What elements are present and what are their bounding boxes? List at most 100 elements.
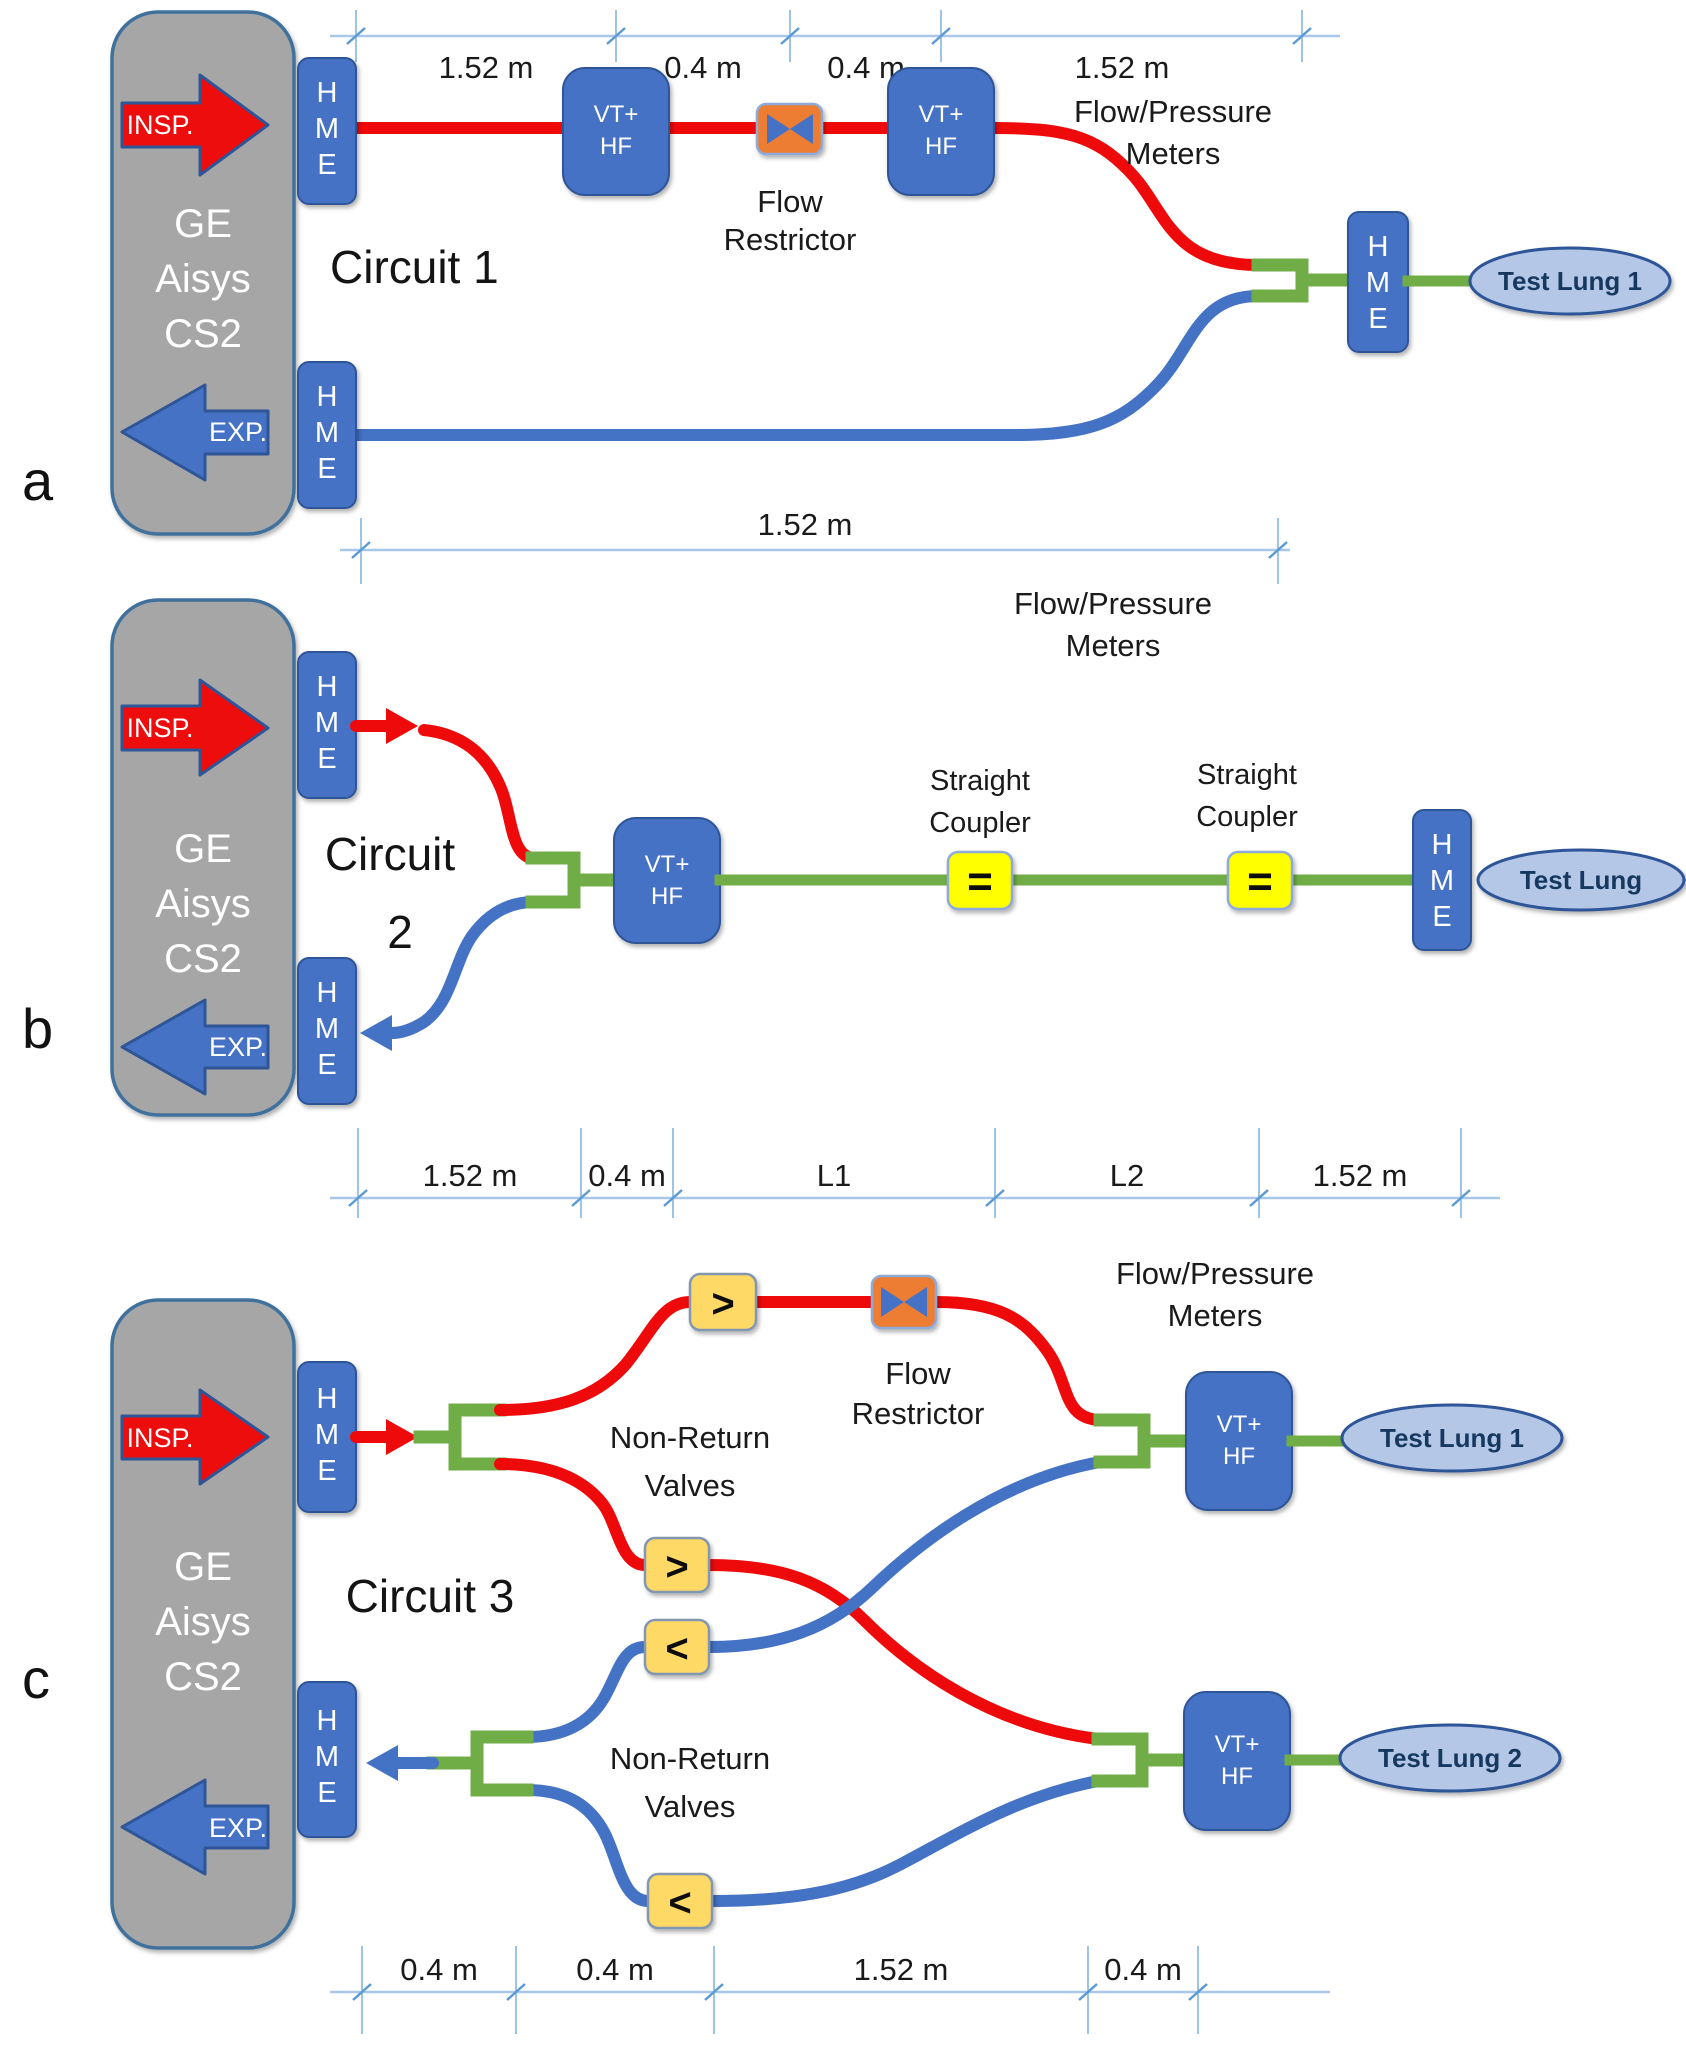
test-lung-b: Test Lung: [1476, 848, 1686, 912]
flow-direction-arrow-blue: [360, 1015, 392, 1051]
hme-letter: M: [1430, 865, 1454, 897]
hme-filter-insp-b: H M E: [297, 651, 357, 799]
machine-name-line: CS2: [164, 937, 242, 981]
circuit-2-title-num: 2: [387, 906, 413, 958]
hme-letter: H: [317, 671, 338, 703]
y-piece-connector: [1093, 1413, 1151, 1469]
test-lung-label: Test Lung 1: [1380, 1423, 1524, 1453]
flow-pressure-meters-label: Meters: [1066, 628, 1161, 663]
machine-name-line: CS2: [164, 1655, 242, 1699]
dimension-label: 0.4 m: [576, 1952, 654, 1987]
dimension-label: 0.4 m: [664, 50, 742, 85]
dimension-label: L2: [1110, 1158, 1144, 1193]
machine-name-line: Aisys: [155, 257, 251, 301]
machine-name-line: GE: [174, 202, 232, 246]
hme-box: [1412, 809, 1472, 951]
insp-tube-red-crossing: [703, 1559, 1104, 1745]
insp-tube-red-curve: [418, 724, 540, 864]
hme-letter: H: [317, 977, 338, 1009]
ge-machine-c: INSP. EXP. GE Aisys CS2: [110, 1298, 296, 1950]
non-return-valve-exp-mid: <: [643, 1618, 711, 1676]
valve-direction-glyph: >: [665, 1545, 688, 1589]
vt-hf-box: [1185, 1371, 1293, 1511]
dimension-label: 1.52 m: [1075, 50, 1170, 85]
flow-direction-arrow-blue: [366, 1745, 398, 1781]
machine-name-line: GE: [174, 827, 232, 871]
dimension-label: L1: [817, 1158, 851, 1193]
ge-machine-a: INSP. EXP. GE Aisys CS2: [110, 10, 296, 536]
insp-tube-red-curve: [494, 1296, 696, 1416]
dimension-label: 1.52 m: [1313, 1158, 1408, 1193]
hme-filter-patient-a: H M E: [1347, 211, 1409, 353]
y-piece-connector: [1091, 1732, 1149, 1788]
section-label-c: c: [22, 1647, 50, 1710]
vt-hf-meter-a1: VT+ HF: [562, 67, 670, 196]
straight-coupler-1: =: [946, 850, 1014, 911]
test-lung-ellipse: [1476, 848, 1686, 912]
straight-coupler-label: Straight: [1197, 759, 1297, 791]
flow-pressure-meters-label: Flow/Pressure: [1074, 94, 1272, 129]
machine-name-line: GE: [174, 1545, 232, 1589]
non-return-valves-label-bottom: Valves: [645, 1789, 736, 1824]
ge-machine-b: INSP. EXP. GE Aisys CS2: [110, 598, 296, 1117]
valve-direction-glyph: <: [665, 1627, 688, 1671]
flow-restrictor-label: Restrictor: [852, 1396, 985, 1431]
hme-box: [297, 957, 357, 1105]
hme-filter-insp-a: H M E: [297, 57, 357, 205]
insp-label: INSP.: [126, 713, 193, 743]
panel-circuit-3: c INSP. EXP. GE Aisys CS2 H M E H M E Ci…: [22, 1256, 1564, 2034]
insp-tube-red-curve: [930, 1296, 1108, 1426]
hme-letter: M: [315, 1741, 339, 1773]
insp-tube-red-curve: [988, 122, 1264, 271]
test-lung-label: Test Lung 2: [1378, 1743, 1522, 1773]
straight-coupler-icon: [946, 850, 1014, 911]
flow-direction-arrow-red: [386, 708, 418, 744]
hme-letter: M: [315, 417, 339, 449]
machine-name-line: CS2: [164, 312, 242, 356]
bowtie-left: [767, 114, 790, 144]
hme-filter-exp-c: H M E: [297, 1681, 357, 1838]
dimension-row-top-a: 1.52 m 0.4 m 0.4 m 1.52 m: [330, 10, 1340, 85]
test-lung-label: Test Lung: [1520, 865, 1642, 895]
hme-letter: E: [317, 1777, 336, 1809]
flow-pressure-meters-label: Flow/Pressure: [1116, 1256, 1314, 1291]
dimension-label: 0.4 m: [400, 1952, 478, 1987]
insp-arrow-icon: [120, 1388, 270, 1486]
vt-hf-label: VT+: [1215, 1731, 1260, 1758]
circuit-2-title: Circuit: [325, 828, 456, 880]
straight-coupler-icon: [1226, 850, 1294, 911]
hme-letter: H: [317, 77, 338, 109]
vt-hf-label: HF: [1223, 1443, 1255, 1470]
vt-hf-label: VT+: [919, 101, 964, 128]
dimension-label: 1.52 m: [439, 50, 534, 85]
exp-arrow-icon: [120, 1778, 270, 1876]
section-label-b: b: [22, 997, 53, 1060]
coupler-equals-glyph: =: [1247, 857, 1273, 906]
flow-restrictor-label: Flow: [885, 1356, 951, 1391]
test-lung-1-a: Test Lung 1: [1468, 246, 1672, 316]
test-lung-ellipse: [1338, 1723, 1562, 1793]
non-return-valve-icon: [646, 1872, 714, 1930]
non-return-valve-exp-bottom: <: [646, 1872, 714, 1930]
vt-hf-box: [1183, 1691, 1291, 1831]
circuit-3-title: Circuit 3: [346, 1570, 515, 1622]
y-piece-connector: [448, 1403, 507, 1471]
dimension-row-bottom-c: 0.4 m 0.4 m 1.52 m 0.4 m: [330, 1946, 1330, 2034]
section-label-a: a: [22, 449, 54, 512]
test-lung-ellipse: [1340, 1403, 1564, 1473]
panel-circuit-1: a 1.52 m 0.4 m 0.4 m 1.52 m INSP. EXP. G…: [22, 10, 1672, 584]
vt-hf-label: HF: [651, 883, 683, 910]
hme-letter: M: [315, 113, 339, 145]
hme-filter-exp-a: H M E: [297, 361, 357, 509]
vt-hf-box: [887, 67, 995, 196]
hme-letter: H: [317, 1705, 338, 1737]
vt-hf-meter-c1: VT+ HF: [1185, 1371, 1293, 1511]
machine-name-line: Aisys: [155, 882, 251, 926]
insp-label: INSP.: [126, 110, 193, 140]
hme-filter-insp-c: H M E: [297, 1361, 357, 1513]
hme-letter: E: [317, 453, 336, 485]
non-return-valves-label-bottom: Non-Return: [610, 1741, 770, 1776]
flow-pressure-meters-label: Meters: [1168, 1298, 1263, 1333]
exp-tube-blue-curve: [521, 1641, 651, 1743]
hme-letter: E: [317, 1455, 336, 1487]
